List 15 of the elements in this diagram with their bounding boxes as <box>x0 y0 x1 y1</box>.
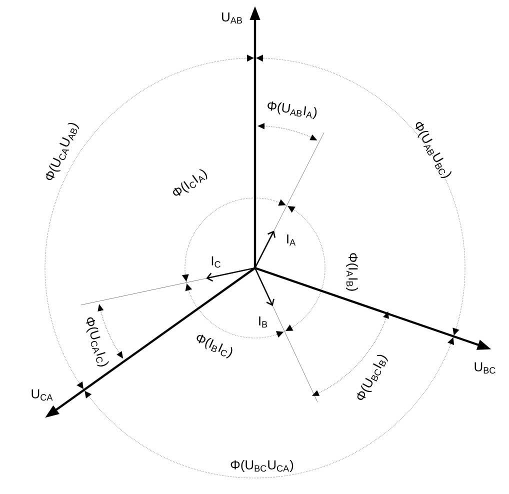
angle-label: U$_{CA}$ <box>32 389 53 401</box>
angle-label: Φ(I$_{A}$I$_{B}$) <box>346 253 358 291</box>
angle-label: Φ(U$_{BC}$I$_{B}$) <box>357 354 388 400</box>
angle-label: I$_{A}$ <box>287 234 296 246</box>
angle-label: Φ(U$_{CA}$I$_{C}$) <box>86 317 109 366</box>
angle-label: U$_{AB}$ <box>222 12 242 24</box>
angle-label: U$_{BC}$ <box>474 362 496 374</box>
angle-label: Φ(U$_{CA}$U$_{AB}$) <box>46 122 80 180</box>
angle-label: I$_{C}$ <box>212 256 220 268</box>
angle-label: I$_{B}$ <box>259 316 268 328</box>
angle-label: Φ(U$_{BC}$U$_{CA}$) <box>230 460 294 472</box>
angle-label: Φ(U$_{AB}$I$_{A}$) <box>268 102 317 120</box>
angle-label: Φ(I$_{B}$I$_{C}$) <box>196 334 232 358</box>
angle-label: Φ(I$_{C}$I$_{A}$) <box>173 169 208 196</box>
angle-label: Φ(U$_{AB}$U$_{BC}$) <box>416 122 452 178</box>
